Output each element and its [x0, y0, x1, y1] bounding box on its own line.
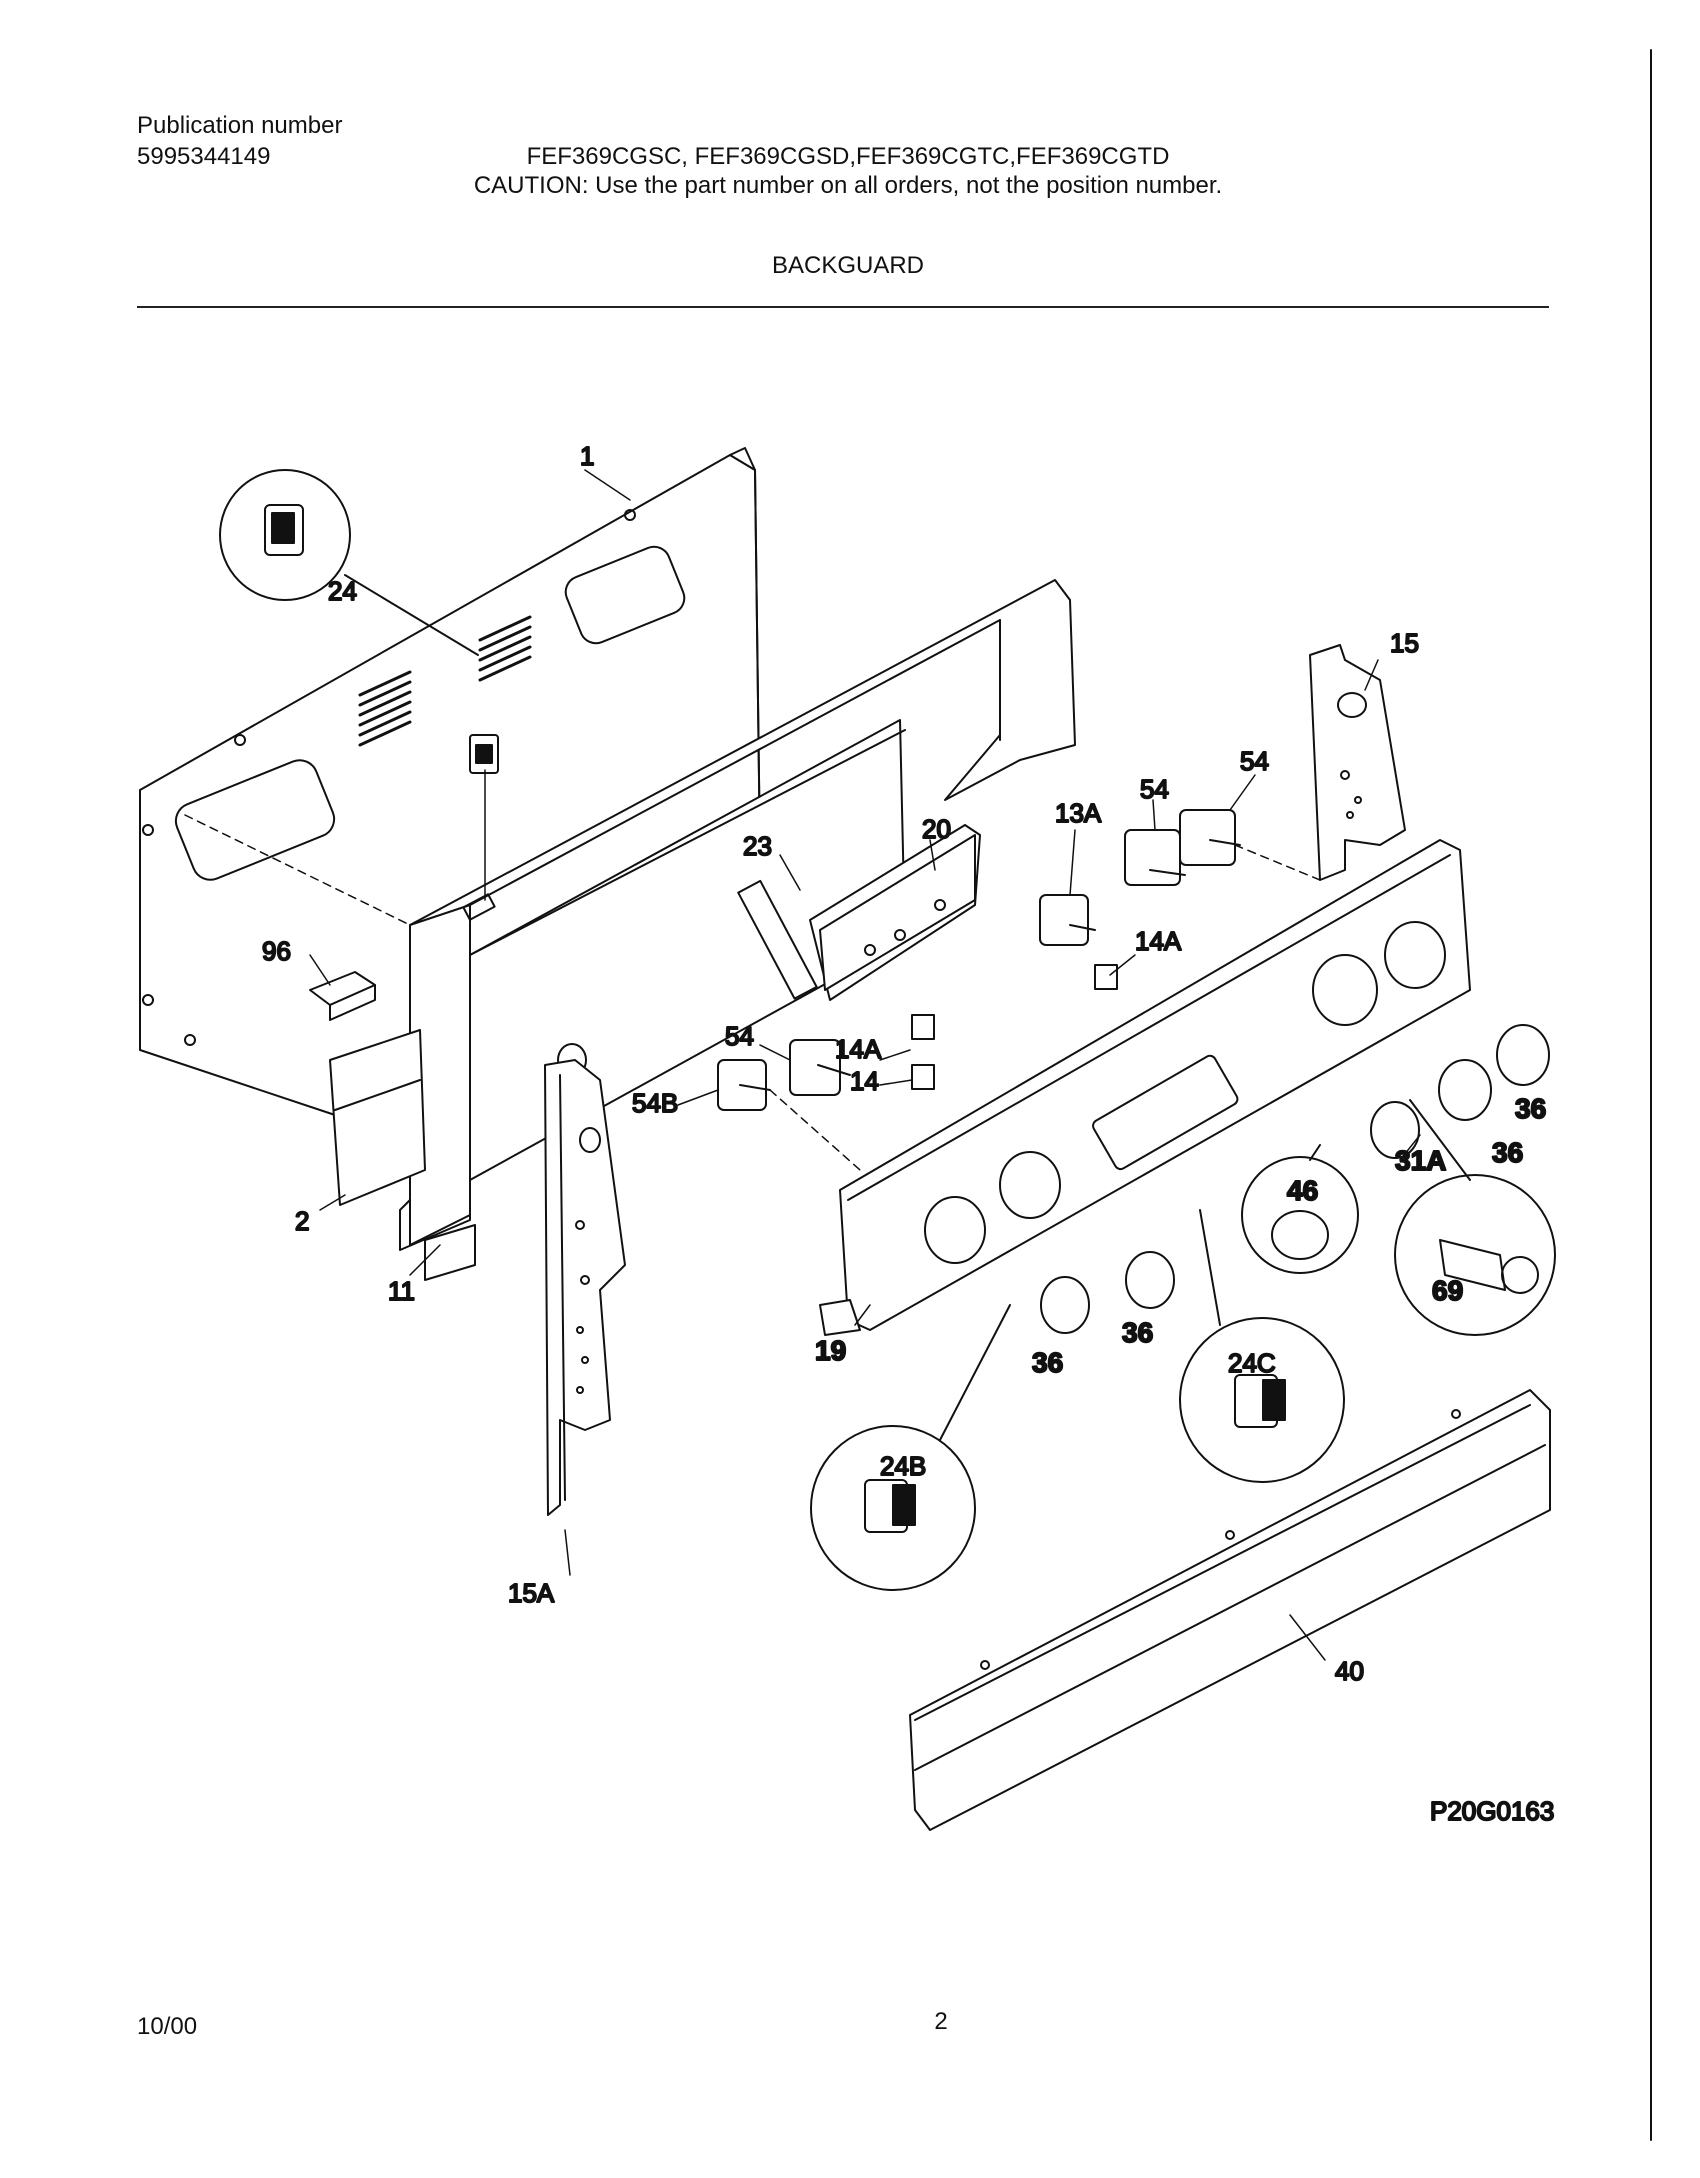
clock-board	[737, 824, 981, 1001]
detail-circle-24B	[810, 1304, 1011, 1591]
part-label-96: 96	[262, 936, 291, 966]
lower-bracket	[329, 1029, 426, 1206]
part-label-36-a: 36	[1515, 1093, 1546, 1124]
signal-light-14	[911, 1064, 935, 1090]
part-label-14: 14	[850, 1066, 879, 1096]
rear-panel	[139, 447, 761, 1116]
part-label-40: 40	[1335, 1656, 1364, 1686]
part-label-23: 23	[743, 831, 772, 861]
detail-circle-46	[1241, 1144, 1359, 1274]
knob-36-c	[1125, 1251, 1175, 1309]
part-label-24: 24	[328, 576, 357, 606]
terminal-block	[309, 971, 376, 1021]
part-label-31A: 31A	[1395, 1145, 1446, 1176]
infinite-switch-54-a	[1124, 829, 1186, 886]
part-label-69: 69	[1432, 1275, 1463, 1306]
part-label-2: 2	[295, 1206, 309, 1236]
part-label-14A-left: 14A	[835, 1034, 882, 1064]
part-label-24C: 24C	[1228, 1348, 1276, 1378]
knob-36-a	[1496, 1024, 1550, 1086]
caution-note: CAUTION: Use the part number on all orde…	[473, 172, 1223, 199]
side-bracket-right	[1309, 644, 1406, 881]
part-label-11: 11	[388, 1276, 415, 1306]
part-label-46: 46	[1287, 1175, 1318, 1206]
knob-36-b	[1438, 1059, 1492, 1121]
publication-number: 5995344149	[137, 143, 271, 170]
knob-31A	[1370, 1101, 1420, 1159]
part-label-36-b: 36	[1492, 1137, 1523, 1168]
part-label-14A-right: 14A	[1135, 926, 1182, 956]
rocker-switch-24	[469, 734, 499, 774]
part-label-15A: 15A	[508, 1578, 555, 1608]
knob-36-d	[1040, 1276, 1090, 1334]
part-label-15: 15	[1390, 628, 1419, 658]
part-label-54-b: 54	[1240, 746, 1269, 776]
infinite-switch-54-c	[789, 1039, 851, 1096]
switch-13A	[1039, 894, 1096, 946]
control-panel	[819, 839, 1471, 1336]
section-title: BACKGUARD	[771, 252, 925, 279]
revision-date: 10/00	[137, 2013, 198, 2040]
side-bracket-left	[544, 1059, 626, 1516]
figure-code: P20G0163	[1430, 1796, 1554, 1826]
trim-strip	[909, 1389, 1551, 1831]
part-label-24B: 24B	[880, 1451, 926, 1481]
detail-circle-69	[1394, 1099, 1556, 1336]
signal-light-14A-right	[1094, 964, 1118, 990]
part-label-36-d: 36	[1032, 1347, 1063, 1378]
header-divider	[137, 306, 1549, 308]
part-label-20: 20	[922, 814, 951, 844]
part-label-54B: 54B	[632, 1088, 678, 1118]
part-label-13A: 13A	[1055, 798, 1102, 828]
page-number: 2	[934, 2008, 948, 2035]
part-label-1: 1	[580, 441, 594, 471]
detail-circle-24	[219, 469, 479, 656]
infinite-switch-54-b	[1179, 809, 1241, 866]
publication-label: Publication number	[137, 112, 343, 139]
part-label-36-c: 36	[1122, 1317, 1153, 1348]
infinite-switch-54B	[717, 1059, 771, 1111]
detail-circle-24C	[1179, 1209, 1345, 1483]
part-label-54-a: 54	[1140, 774, 1169, 804]
part-label-19: 19	[815, 1335, 846, 1366]
part-label-54-c: 54	[725, 1021, 754, 1051]
model-list: FEF369CGSC, FEF369CGSD,FEF369CGTC,FEF369…	[526, 143, 1170, 170]
signal-light-14A-left	[911, 1014, 935, 1040]
